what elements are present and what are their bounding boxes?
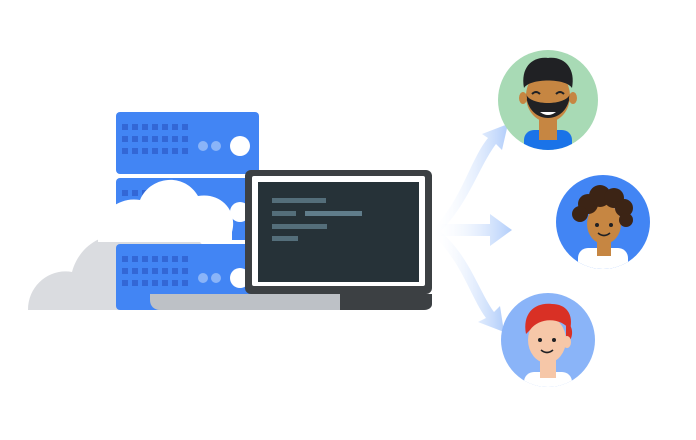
user-avatar-curly-hair [556, 175, 650, 269]
cloud-foreground [97, 179, 234, 242]
user-avatar-red-hair [501, 293, 595, 387]
user-avatar-bearded-man [498, 50, 598, 150]
laptop-icon [150, 170, 432, 310]
code-screen [272, 198, 362, 241]
server-unit-1 [116, 112, 259, 174]
server-unit-3 [116, 244, 259, 310]
distribution-arrows [432, 124, 512, 332]
